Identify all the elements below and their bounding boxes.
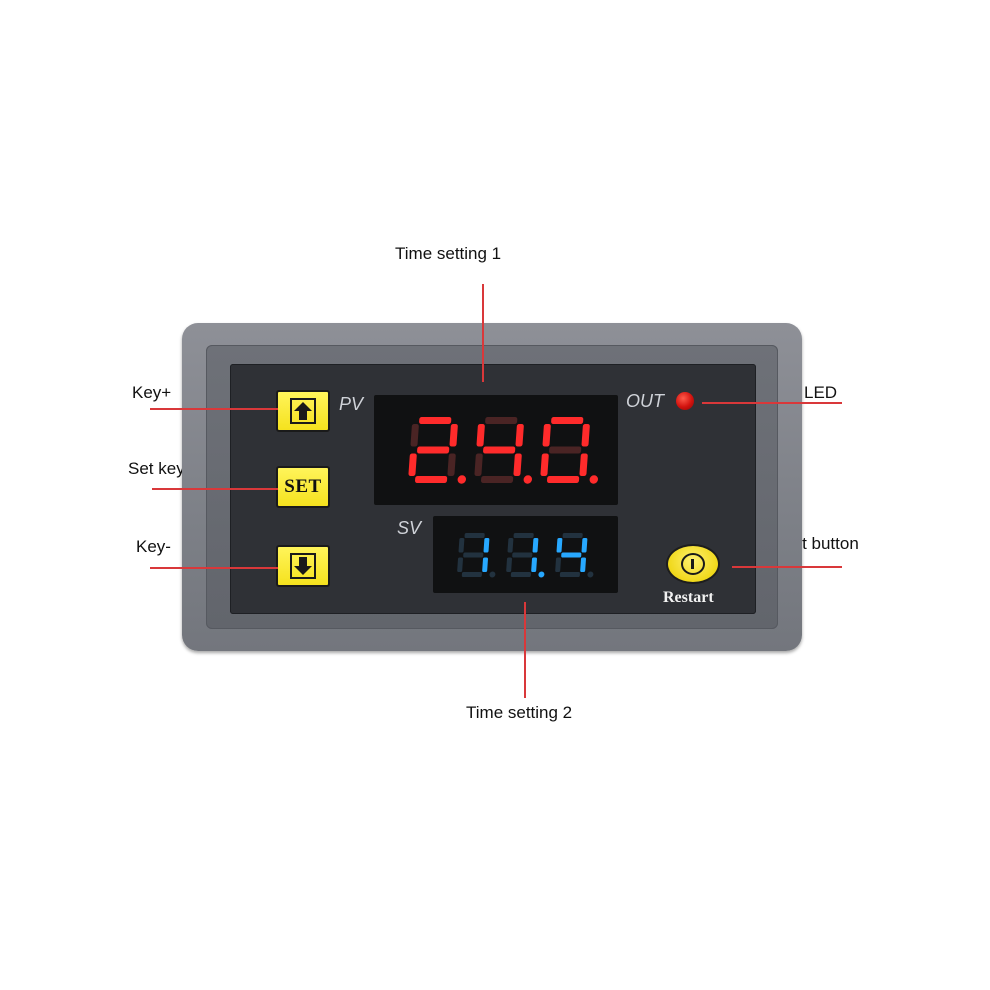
segment-c xyxy=(531,557,537,572)
segment-d xyxy=(510,572,531,577)
callout-time-setting-1: Time setting 1 xyxy=(395,244,502,263)
segment-f xyxy=(458,538,465,553)
seven-segment-digit xyxy=(474,417,533,484)
seven-segment-digit xyxy=(457,533,496,578)
pv-label: PV xyxy=(339,394,364,414)
callout-set-key: Set key xyxy=(128,459,185,478)
key-plus-button[interactable] xyxy=(276,390,330,432)
seven-segment-digit xyxy=(408,417,467,484)
sv-display xyxy=(433,516,618,593)
segment-f xyxy=(556,538,563,553)
decimal-point xyxy=(538,571,545,578)
segment-b xyxy=(581,538,588,553)
decimal-point xyxy=(523,475,533,484)
segment-g xyxy=(549,446,582,454)
segment-e xyxy=(457,557,463,572)
segment-d xyxy=(547,476,580,483)
segment-b xyxy=(581,424,590,447)
power-icon xyxy=(681,553,705,575)
segment-f xyxy=(542,424,551,447)
segment-b xyxy=(532,538,539,553)
segment-e xyxy=(555,557,561,572)
callout-line-key-plus xyxy=(150,408,278,410)
segment-f xyxy=(507,538,514,553)
segment-b xyxy=(483,538,490,553)
arrow-down-icon xyxy=(290,553,316,579)
segment-e xyxy=(506,557,512,572)
segment-d xyxy=(461,572,482,577)
segment-c xyxy=(579,453,588,476)
segment-e xyxy=(540,453,549,476)
set-key-button[interactable]: SET xyxy=(276,466,330,508)
pv-display xyxy=(374,395,618,505)
segment-f xyxy=(410,424,419,447)
callout-line-time-setting-2 xyxy=(524,602,526,698)
segment-e xyxy=(474,453,483,476)
segment-g xyxy=(561,552,582,558)
restart-label: Restart xyxy=(663,589,714,606)
segment-b xyxy=(449,424,458,447)
out-label: OUT xyxy=(626,391,664,411)
segment-d xyxy=(481,476,514,483)
sv-label: SV xyxy=(397,518,422,538)
callout-line-set-key xyxy=(152,488,278,490)
callout-line-time-setting-1 xyxy=(482,284,484,382)
restart-button[interactable] xyxy=(666,544,720,584)
callout-time-setting-2: Time setting 2 xyxy=(466,703,573,722)
seven-segment-digit xyxy=(506,533,545,578)
callout-key-plus: Key+ xyxy=(132,383,172,402)
set-key-label: SET xyxy=(284,476,322,497)
segment-e xyxy=(408,453,417,476)
segment-g xyxy=(417,446,450,454)
decimal-point xyxy=(589,475,599,484)
pv-digits xyxy=(408,417,599,484)
segment-a xyxy=(551,417,584,424)
callout-line-restart xyxy=(732,566,842,568)
callout-key-minus: Key- xyxy=(136,537,171,556)
segment-a xyxy=(419,417,452,424)
segment-a xyxy=(513,533,534,538)
segment-c xyxy=(482,557,488,572)
segment-b xyxy=(515,424,524,447)
segment-c xyxy=(580,557,586,572)
segment-a xyxy=(485,417,518,424)
decimal-point xyxy=(489,571,496,578)
segment-g xyxy=(463,552,484,558)
callout-line-led xyxy=(702,402,842,404)
sv-digits xyxy=(457,533,594,578)
segment-a xyxy=(562,533,583,538)
seven-segment-digit xyxy=(555,533,594,578)
decimal-point xyxy=(457,475,467,484)
callout-led: LED xyxy=(804,383,838,402)
seven-segment-digit xyxy=(540,417,599,484)
segment-d xyxy=(415,476,448,483)
segment-g xyxy=(483,446,516,454)
callout-line-key-minus xyxy=(150,567,278,569)
key-minus-button[interactable] xyxy=(276,545,330,587)
segment-a xyxy=(464,533,485,538)
segment-f xyxy=(476,424,485,447)
arrow-up-icon xyxy=(290,398,316,424)
decimal-point xyxy=(587,571,594,578)
segment-c xyxy=(447,453,456,476)
segment-g xyxy=(512,552,533,558)
out-led-indicator xyxy=(676,392,694,410)
segment-d xyxy=(559,572,580,577)
segment-c xyxy=(513,453,522,476)
